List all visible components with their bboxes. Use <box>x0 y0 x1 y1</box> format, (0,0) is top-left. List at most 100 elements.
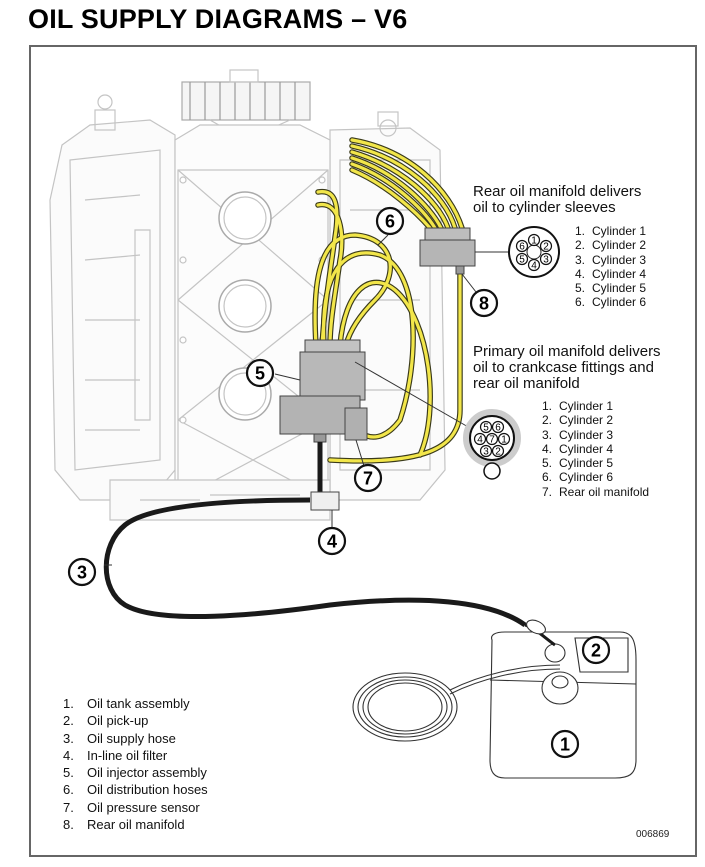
primary-port-item-label: Cylinder 6 <box>559 470 614 485</box>
parts-legend: 1. Oil tank assembly 2. Oil pick-up 3. Oil su… <box>63 695 208 833</box>
callout-8: 8 <box>469 288 499 318</box>
legend-item-number: 7. <box>63 799 74 815</box>
primary-port-item-label: Cylinder 3 <box>559 427 614 442</box>
oil-tank-assembly <box>352 619 637 779</box>
connector-port-number: 6 <box>519 242 525 253</box>
legend-item-label: Oil tank assembly <box>87 696 190 711</box>
callout-number: 1 <box>560 735 570 755</box>
rear-port-item-label: Cylinder 1 <box>592 224 647 238</box>
legend-item-label: Oil injector assembly <box>87 765 207 781</box>
connector-port-number: 3 <box>483 447 489 458</box>
connector-port: 6 <box>491 420 505 434</box>
legend-item: 4. In-line oil filter <box>63 747 208 764</box>
rear-port-item-label: Cylinder 2 <box>592 238 647 253</box>
callout-5: 5 <box>245 358 275 388</box>
callout-number: 2 <box>591 641 601 661</box>
legend-item-number: 2. <box>63 713 74 729</box>
connector-port: 4 <box>527 258 541 272</box>
callout-number: 7 <box>363 469 373 489</box>
connector-port: 5 <box>515 252 529 266</box>
primary-manifold-port-list: 1. Cylinder 1 2. Cylinder 2 3. Cylinder 3 4. Cy… <box>542 399 649 499</box>
connector-port: 1 <box>527 233 541 247</box>
connector-port-number: 4 <box>531 261 537 272</box>
legend-item-label: In-line oil filter <box>87 747 168 763</box>
legend-item-label: Oil pressure sensor <box>87 799 200 815</box>
callout-number: 6 <box>385 212 395 232</box>
primary-port-item-number: 6. <box>542 470 553 485</box>
connector-port-number: 5 <box>483 423 489 434</box>
rear-port-item: 1. Cylinder 1 <box>575 224 646 238</box>
legend-item-number: 8. <box>63 817 74 833</box>
legend-item-label: Oil distribution hoses <box>87 782 208 798</box>
connector-port-number: 1 <box>501 435 507 446</box>
primary-port-item: 1. Cylinder 1 <box>542 399 649 413</box>
callout-number: 8 <box>479 294 489 314</box>
legend-item-number: 5. <box>63 765 74 781</box>
legend-item: 1. Oil tank assembly <box>63 695 208 712</box>
primary-port-item-number: 1. <box>542 399 553 413</box>
primary-manifold-caption: Primary oil manifold delivers oil to cra… <box>473 344 661 392</box>
callout-7: 7 <box>353 463 383 493</box>
primary-port-item-label: Cylinder 2 <box>559 413 614 428</box>
legend-item: 2. Oil pick-up <box>63 712 208 729</box>
legend-item: 7. Oil pressure sensor <box>63 799 208 816</box>
connector-port: 5 <box>479 420 493 434</box>
primary-port-item: 2. Cylinder 2 <box>542 413 649 427</box>
callout-number: 3 <box>77 563 87 583</box>
rear-port-item-number: 4. <box>575 266 586 281</box>
primary-caption-line-1: Primary oil manifold delivers <box>473 343 661 360</box>
primary-port-item-number: 3. <box>542 427 553 442</box>
legend-item-number: 1. <box>63 696 74 711</box>
rear-port-item-number: 1. <box>575 224 586 238</box>
connector-port-number: 7 <box>489 435 495 446</box>
diagram-frame <box>29 45 697 857</box>
rear-port-item: 3.Cylinder 3 <box>575 253 646 267</box>
primary-port-item-label: Cylinder 1 <box>559 399 614 413</box>
legend-item-number: 4. <box>63 747 74 763</box>
callout-1: 1 <box>550 729 580 759</box>
primary-port-item-number: 4. <box>542 441 553 456</box>
primary-port-item-number: 2. <box>542 413 553 428</box>
rear-port-item: 4.Cylinder 4 <box>575 267 646 281</box>
legend-item: 3. Oil supply hose <box>63 730 208 747</box>
callout-2: 2 <box>581 635 611 665</box>
rear-port-item: 2. Cylinder 2 <box>575 238 646 252</box>
connector-port: 2 <box>539 239 553 253</box>
legend-item: 8.Rear oil manifold <box>63 816 208 833</box>
rear-port-item-number: 2. <box>575 238 586 253</box>
oil-pressure-sensor <box>344 407 368 441</box>
primary-port-item-label: Cylinder 4 <box>559 441 614 456</box>
primary-port-item: 3. Cylinder 3 <box>542 428 649 442</box>
rear-oil-manifold <box>419 227 508 293</box>
primary-port-item-label: Rear oil manifold <box>559 484 650 499</box>
in-line-oil-filter <box>310 491 340 527</box>
primary-caption-line-2: oil to crankcase fittings and <box>473 359 654 376</box>
rear-port-item: 6.Cylinder 6 <box>575 295 646 309</box>
figure-id: 006869 <box>636 829 670 840</box>
callout-number: 4 <box>327 532 337 552</box>
legend-item: 6.Oil distribution hoses <box>63 781 208 798</box>
legend-item-label: Oil supply hose <box>87 730 176 746</box>
legend-item-number: 3. <box>63 730 74 746</box>
rear-caption-line-2: oil to cylinder sleeves <box>473 199 616 216</box>
connector-port: 4 <box>473 432 487 446</box>
connector-port: 3 <box>479 444 493 458</box>
primary-port-item-label: Cylinder 5 <box>559 456 614 471</box>
connector-port: 7 <box>485 432 499 446</box>
connector-port-number: 2 <box>495 447 501 458</box>
primary-port-item-number: 5. <box>542 456 553 471</box>
rear-caption-line-1: Rear oil manifold delivers <box>473 183 642 200</box>
rear-manifold-caption: Rear oil manifold delivers oil to cylind… <box>473 184 641 216</box>
rear-port-item-number: 6. <box>575 295 586 310</box>
legend-item-label: Oil pick-up <box>87 713 149 729</box>
connector-port-number: 6 <box>495 423 501 434</box>
rear-port-item-number: 5. <box>575 281 586 296</box>
connector-port: 2 <box>491 444 505 458</box>
primary-port-item-number: 7. <box>542 484 553 499</box>
callout-6: 6 <box>375 206 405 236</box>
engine-block-illustration <box>49 69 446 521</box>
